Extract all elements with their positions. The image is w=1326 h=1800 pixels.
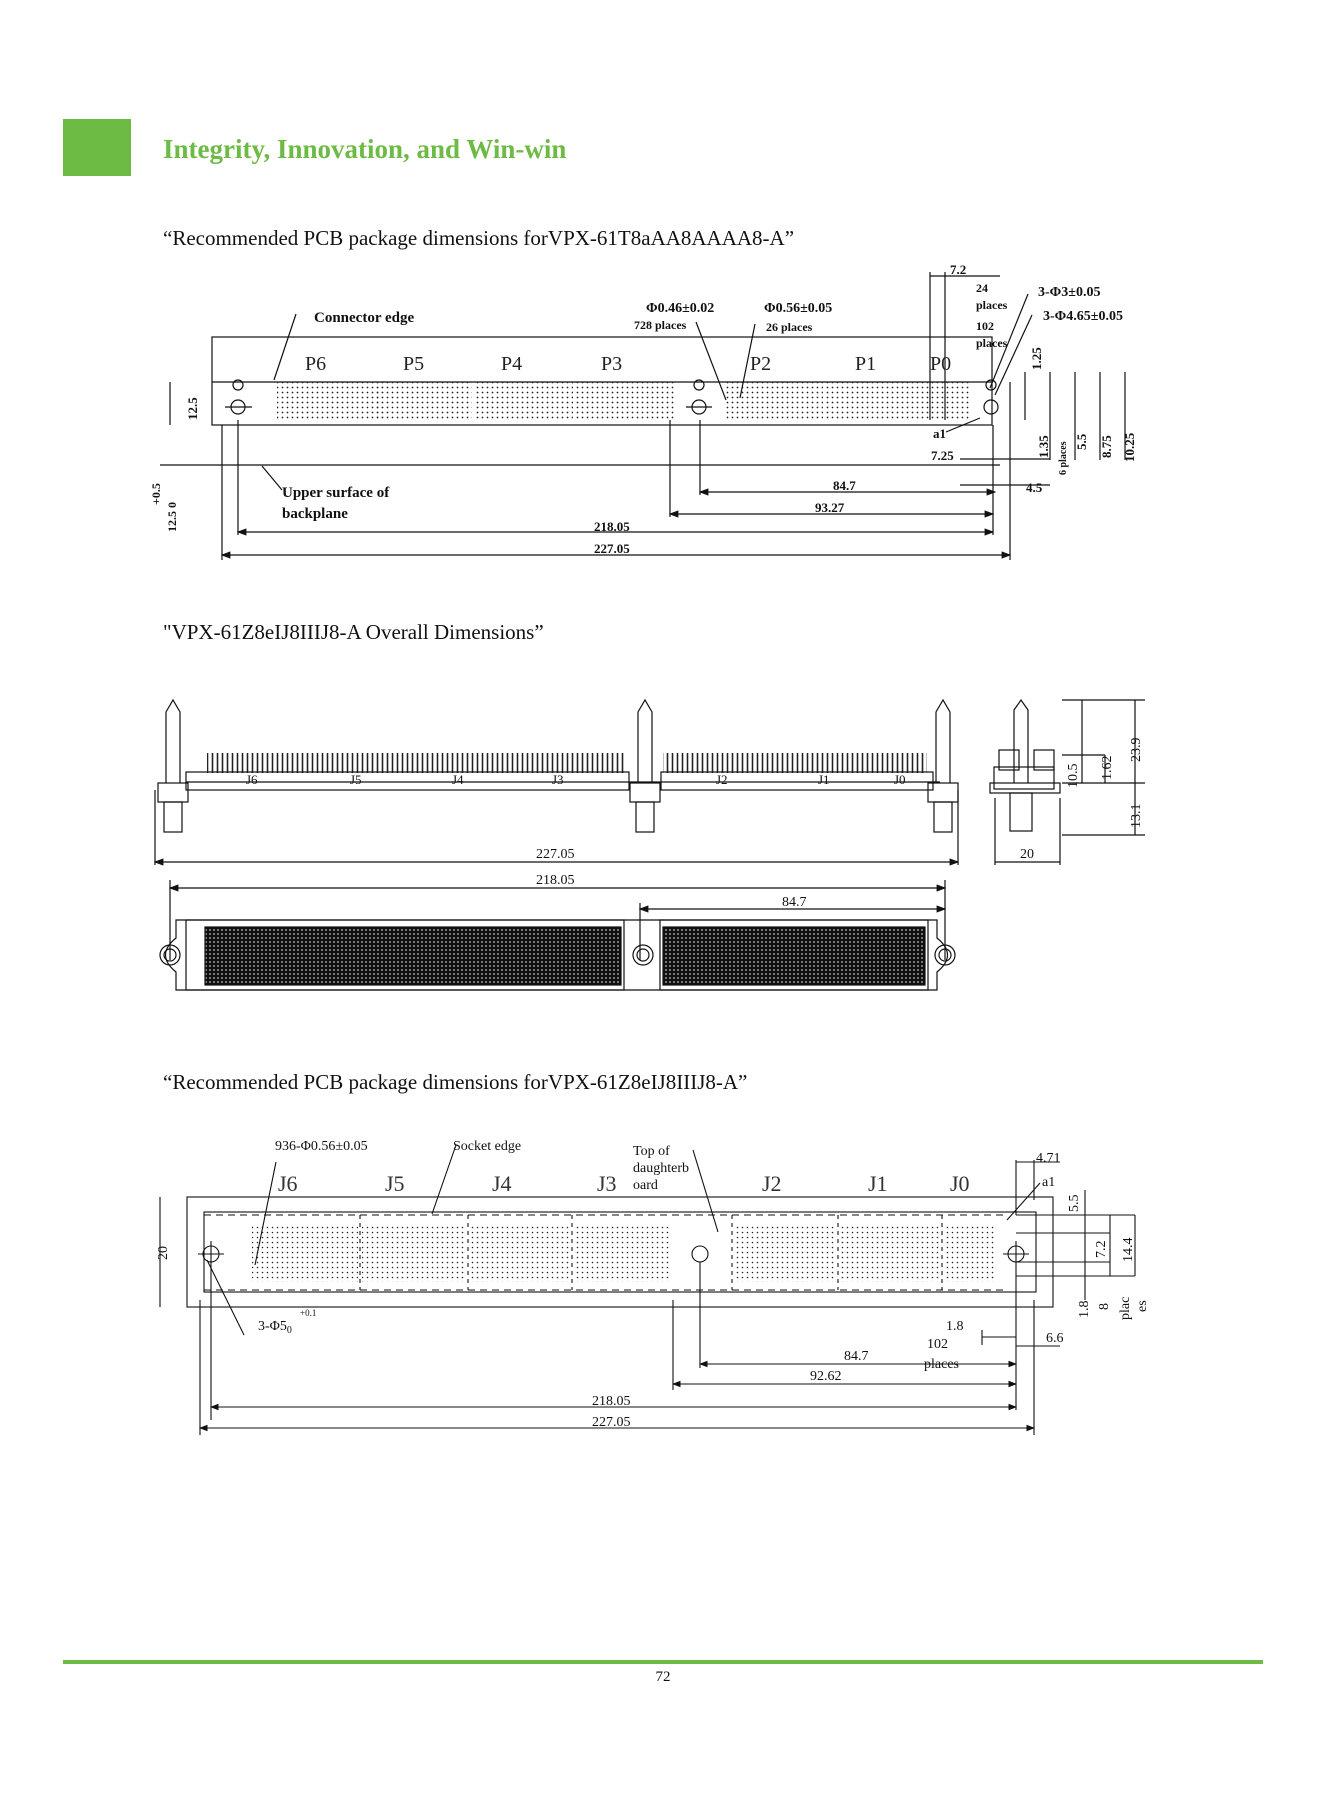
socket-edge-label: Socket edge bbox=[453, 1139, 521, 1154]
upper-surface-line1: Upper surface of bbox=[282, 485, 390, 501]
pcb2-dim-14-4: 14.4 bbox=[1121, 1238, 1136, 1263]
pcb2-dim-1-8a: 1.8 bbox=[946, 1319, 964, 1334]
places-24: 24 bbox=[976, 281, 988, 295]
overall-dim-227-05: 227.05 bbox=[536, 847, 575, 862]
pcb2-dim-92-62: 92.62 bbox=[810, 1369, 842, 1384]
hole2-count: 26 places bbox=[766, 320, 813, 334]
pcb2-dim-7-2: 7.2 bbox=[1094, 1241, 1109, 1259]
dim-8-75: 8.75 bbox=[1099, 435, 1114, 458]
dim-93-27: 93.27 bbox=[815, 500, 845, 515]
pcb2-mount-sub: 0 bbox=[287, 1325, 292, 1336]
pcb2-dim-4-71: 4.71 bbox=[1036, 1151, 1061, 1166]
top-of-line3: oard bbox=[633, 1178, 658, 1193]
pcb-footprint-drawing-2: J6 J5 J4 J3 J2 J1 J0 936-Φ0.56±0.05 Sock… bbox=[156, 1139, 1150, 1435]
dim-7-25: 7.25 bbox=[931, 448, 954, 463]
pcb2-port-j2: J2 bbox=[762, 1171, 782, 1196]
places-6: 6 places bbox=[1058, 441, 1069, 475]
mount-hole-b: 3-Φ4.65±0.05 bbox=[1043, 309, 1123, 324]
side-port-j0: J0 bbox=[894, 772, 906, 787]
pcb2-port-j4: J4 bbox=[492, 1171, 512, 1196]
side-port-j4: J4 bbox=[452, 772, 464, 787]
footer-rule bbox=[63, 1660, 1263, 1664]
overall-dim-10-5: 10.5 bbox=[1066, 764, 1081, 789]
overall-dimensions-drawing: J6 J5 J4 J3 J2 J1 J0 227.05 218.05 84.7 … bbox=[153, 698, 1145, 991]
pcb2-holes-label: 936-Φ0.56±0.05 bbox=[275, 1139, 368, 1154]
pcb2-places-word: places bbox=[924, 1357, 959, 1372]
header-title: Integrity, Innovation, and Win-win bbox=[163, 134, 567, 164]
hole2-dim: Φ0.56±0.05 bbox=[764, 301, 832, 316]
dim-1-35: 1.35 bbox=[1036, 435, 1051, 458]
pcb2-dim-8: 8 bbox=[1097, 1303, 1112, 1310]
side-port-j5: J5 bbox=[350, 772, 362, 787]
pcb2-dim-20: 20 bbox=[156, 1246, 171, 1260]
pcb2-mount-label: 3-Φ50 bbox=[258, 1319, 292, 1336]
dim-227-05: 227.05 bbox=[594, 541, 630, 556]
pcb2-plac: plac bbox=[1118, 1297, 1133, 1320]
section2-caption: "VPX-61Z8eIJ8IIIJ8-A Overall Dimensions” bbox=[163, 620, 544, 644]
places-102: 102 bbox=[976, 319, 994, 333]
pcb2-dim-227-05: 227.05 bbox=[592, 1415, 631, 1430]
dim-1-25: 1.25 bbox=[1029, 347, 1044, 370]
pcb2-port-j3: J3 bbox=[597, 1171, 617, 1196]
dim-tol-base: 12.5 0 bbox=[165, 502, 179, 532]
port-label-p2: P2 bbox=[750, 353, 771, 375]
dim-5-5: 5.5 bbox=[1074, 433, 1089, 450]
overall-dim-23-9: 23.9 bbox=[1129, 738, 1144, 763]
port-label-p3: P3 bbox=[601, 353, 622, 375]
a1-label: a1 bbox=[933, 426, 946, 441]
port-label-p6: P6 bbox=[305, 353, 326, 375]
dim-tol-plus: +0.5 bbox=[149, 483, 163, 505]
pcb2-a1-label: a1 bbox=[1042, 1175, 1055, 1190]
pcb2-mount-sup: +0.1 bbox=[300, 1308, 316, 1318]
pcb-footprint-drawing-1: P6 P5 P4 P3 P2 P1 P0 Connector edge Uppe… bbox=[149, 262, 1137, 560]
places-word-a: places bbox=[976, 298, 1008, 312]
pcb2-port-j6: J6 bbox=[278, 1171, 298, 1196]
overall-dim-218-05: 218.05 bbox=[536, 873, 575, 888]
dim-10-25: 10.25 bbox=[1122, 432, 1137, 462]
places-word-b: places bbox=[976, 336, 1008, 350]
mount-hole-a: 3-Φ3±0.05 bbox=[1038, 285, 1100, 300]
port-label-p4: P4 bbox=[501, 353, 522, 375]
pcb2-dim-6-6: 6.6 bbox=[1046, 1331, 1064, 1346]
side-port-j2: J2 bbox=[716, 772, 728, 787]
pcb2-es: es bbox=[1135, 1300, 1150, 1312]
top-of-line1: Top of bbox=[633, 1144, 670, 1159]
pcb2-port-j0: J0 bbox=[950, 1171, 970, 1196]
section3-caption: “Recommended PCB package dimensions forV… bbox=[163, 1070, 748, 1094]
side-port-j3: J3 bbox=[552, 772, 564, 787]
overall-dim-20: 20 bbox=[1020, 847, 1034, 862]
dim-7-2: 7.2 bbox=[950, 262, 966, 277]
port-label-p0: P0 bbox=[930, 353, 951, 375]
hole1-dim: Φ0.46±0.02 bbox=[646, 301, 714, 316]
pcb2-mount-main: 3-Φ5 bbox=[258, 1319, 287, 1334]
pcb2-dim-84-7: 84.7 bbox=[844, 1349, 869, 1364]
pcb2-dim-1-8b: 1.8 bbox=[1077, 1301, 1092, 1319]
upper-surface-line2: backplane bbox=[282, 506, 348, 522]
pcb2-places-102: 102 bbox=[927, 1337, 948, 1352]
side-port-j6: J6 bbox=[246, 772, 258, 787]
section1-caption: “Recommended PCB package dimensions forV… bbox=[163, 226, 795, 250]
overall-dim-84-7: 84.7 bbox=[782, 895, 807, 910]
pcb2-dim-5-5: 5.5 bbox=[1067, 1195, 1082, 1213]
top-of-line2: daughterb bbox=[633, 1161, 689, 1176]
dim-4-5: 4.5 bbox=[1026, 480, 1043, 495]
connector-edge-label: Connector edge bbox=[314, 310, 414, 326]
header-accent-block bbox=[63, 119, 131, 176]
port-label-p1: P1 bbox=[855, 353, 876, 375]
dim-84-7: 84.7 bbox=[833, 478, 856, 493]
side-port-j1: J1 bbox=[818, 772, 830, 787]
dim-12-5: 12.5 bbox=[185, 397, 200, 420]
page-number: 72 bbox=[655, 1669, 671, 1685]
overall-dim-13-1: 13.1 bbox=[1129, 804, 1144, 829]
pcb2-port-j1: J1 bbox=[868, 1171, 888, 1196]
hole1-count: 728 places bbox=[634, 318, 687, 332]
pcb2-dim-218-05: 218.05 bbox=[592, 1394, 631, 1409]
overall-dim-1-62: 1.62 bbox=[1100, 756, 1115, 781]
dim-218-05: 218.05 bbox=[594, 519, 630, 534]
port-label-p5: P5 bbox=[403, 353, 424, 375]
pcb2-port-j5: J5 bbox=[385, 1171, 405, 1196]
